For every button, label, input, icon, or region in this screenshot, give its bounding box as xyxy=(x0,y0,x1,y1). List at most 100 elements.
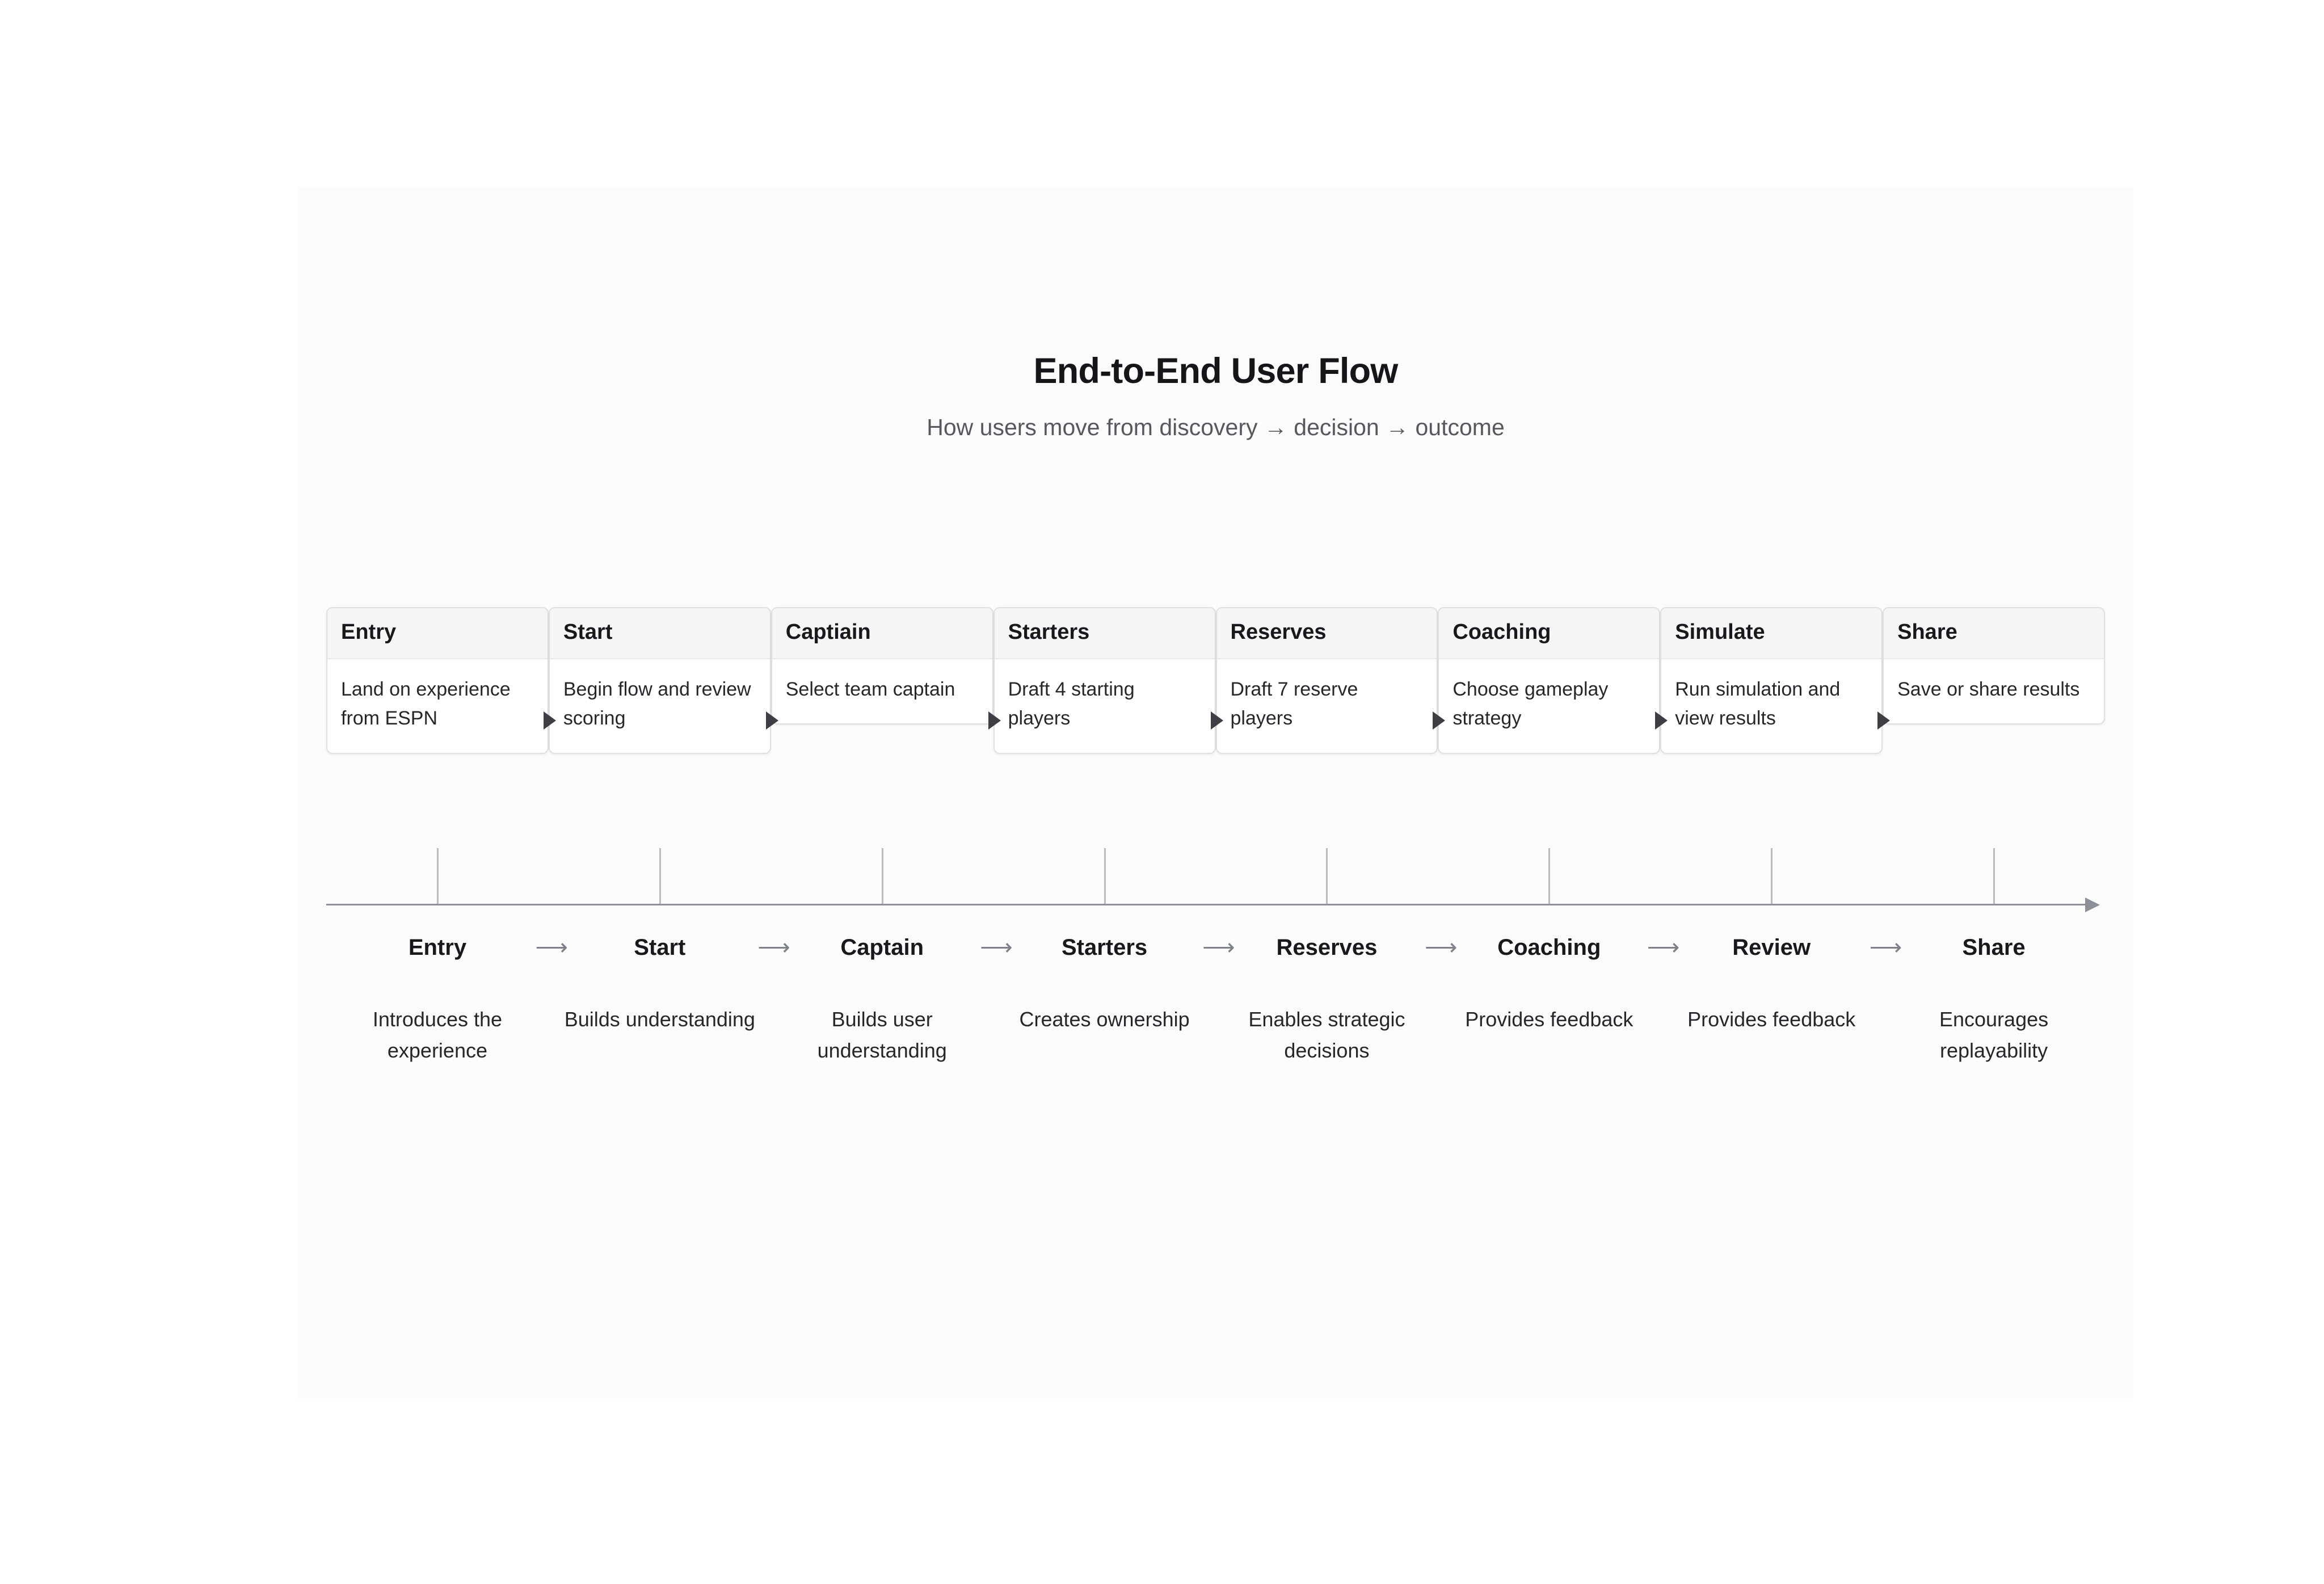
axis-tick-mark xyxy=(436,848,439,905)
flow-connector-arrow-icon xyxy=(1433,711,1446,730)
tick-slot xyxy=(549,848,771,905)
page-title: End-to-End User Flow xyxy=(1033,351,1399,391)
caption-text: Introduces the experience xyxy=(372,1008,503,1062)
tick-slot xyxy=(1216,848,1438,905)
flow-connector-arrow-icon xyxy=(1877,711,1891,730)
flow-card-body: Begin flow and review scoring xyxy=(550,659,770,753)
flow-card-header: Simulate xyxy=(1661,608,1882,659)
timeline-step[interactable]: Coaching ⟶ xyxy=(1438,935,1679,960)
caption-slot: Builds understanding xyxy=(549,1004,771,1035)
flow-card-description: Draft 4 starting players xyxy=(1008,678,1135,730)
timeline-step[interactable]: Starters⟶ xyxy=(993,936,1235,959)
captions-row: Introduces the experience Builds understa… xyxy=(326,1004,2105,1066)
flow-card-header: Starters xyxy=(994,608,1215,659)
flow-card-description: Choose gameplay strategy xyxy=(1452,678,1609,730)
page-subtitle: How users move from discovery → decision… xyxy=(927,414,1505,441)
timeline-arrow-icon: ⟶ xyxy=(1647,935,1680,960)
caption-text: Builds understanding xyxy=(564,1008,755,1031)
timeline-step[interactable]: Captain ⟶ xyxy=(771,935,1012,960)
timeline-step-label: Reserves xyxy=(1276,935,1378,960)
caption-slot: Creates ownership xyxy=(993,1004,1216,1035)
flow-card-header: Share xyxy=(1884,608,2104,659)
caption-text: Provides feedback xyxy=(1687,1008,1856,1031)
axis-line xyxy=(326,904,2087,905)
timeline-arrow-icon: ⟶ xyxy=(1869,935,1902,960)
timeline-step-label: Start xyxy=(634,935,686,960)
flow-card-body: Draft 7 reserve players xyxy=(1217,659,1437,753)
caption-slot: Encourages replayability xyxy=(1883,1004,2105,1066)
axis-tick-mark xyxy=(1104,848,1106,905)
flow-connector-arrow-icon xyxy=(1655,711,1668,730)
tick-slot xyxy=(1660,848,1883,905)
flow-card-body: Land on experience from ESPN xyxy=(327,659,548,753)
caption-text: Creates ownership xyxy=(1019,1008,1190,1031)
flow-card-body: Select team captain xyxy=(772,659,992,724)
timeline-step-label: Review xyxy=(1732,935,1811,960)
flow-card-title: Reserves xyxy=(1230,620,1327,644)
flow-connector-arrow-icon xyxy=(988,711,1001,730)
timeline-step-label: Coaching xyxy=(1497,935,1601,960)
axis-tick-mark xyxy=(1326,848,1328,905)
timeline-step[interactable]: Start ⟶ xyxy=(549,935,790,960)
axis-tick-mark xyxy=(881,848,883,905)
flow-card-header: Coaching xyxy=(1439,608,1660,659)
timeline-step[interactable]: Entry ⟶ xyxy=(326,935,568,960)
caption-slot: Enables strategic decisions xyxy=(1216,1004,1438,1066)
tick-marks-group xyxy=(326,848,2105,905)
flow-card-header: Captiain xyxy=(772,608,992,659)
timeline-step-label: Share xyxy=(1962,935,2026,960)
flow-card-header: Reserves xyxy=(1216,608,1437,659)
timeline-step[interactable]: Share xyxy=(1883,936,2105,959)
caption-text: Provides feedback xyxy=(1465,1008,1633,1031)
flow-card-title: Entry xyxy=(341,620,397,644)
timeline-arrow-icon: ⟶ xyxy=(980,935,1013,960)
timeline-arrow-icon: ⟶ xyxy=(535,935,568,960)
axis-tick-mark xyxy=(1993,848,1995,905)
tick-slot xyxy=(771,848,993,905)
caption-slot: Provides feedback xyxy=(1660,1004,1883,1035)
timeline-step[interactable]: Review ⟶ xyxy=(1660,935,1902,960)
flow-card-title: Captiain xyxy=(785,620,871,644)
caption-slot: Builds user understanding xyxy=(771,1004,993,1066)
caption-slot: Provides feedback xyxy=(1438,1004,1660,1035)
tick-slot xyxy=(1883,848,2105,905)
flow-card-description: Select team captain xyxy=(785,678,955,700)
caption-text: Encourages replayability xyxy=(1939,1008,2049,1062)
flow-card-description: Begin flow and review scoring xyxy=(563,678,751,730)
axis-tick-mark xyxy=(659,848,661,905)
flow-card-title: Start xyxy=(563,620,613,644)
timeline-arrow-icon: ⟶ xyxy=(1202,935,1235,960)
flow-card-description: Run simulation and view results xyxy=(1675,678,1841,730)
flow-connector-arrow-icon xyxy=(765,711,778,730)
axis-tick-mark xyxy=(1548,848,1551,905)
flow-card-title: Starters xyxy=(1008,620,1090,644)
axis-arrowhead-icon xyxy=(2085,898,2100,912)
flow-card-body: Draft 4 starting players xyxy=(995,659,1215,753)
timeline-step-label: Entry xyxy=(408,935,467,960)
flow-card-title: Share xyxy=(1897,620,1957,644)
caption-text: Builds user understanding xyxy=(817,1008,947,1062)
timeline-step[interactable]: Reserves⟶ xyxy=(1216,935,1457,960)
flow-card-title: Coaching xyxy=(1452,620,1551,644)
timeline-arrow-icon: ⟶ xyxy=(757,935,790,960)
timeline-axis xyxy=(326,848,2105,916)
flow-card-description: Draft 7 reserve players xyxy=(1230,678,1358,730)
timeline-step-label: Captain xyxy=(840,935,924,960)
tick-slot xyxy=(326,848,549,905)
flow-card-description: Save or share results xyxy=(1897,678,2080,700)
flow-connector-arrow-icon xyxy=(543,711,556,730)
